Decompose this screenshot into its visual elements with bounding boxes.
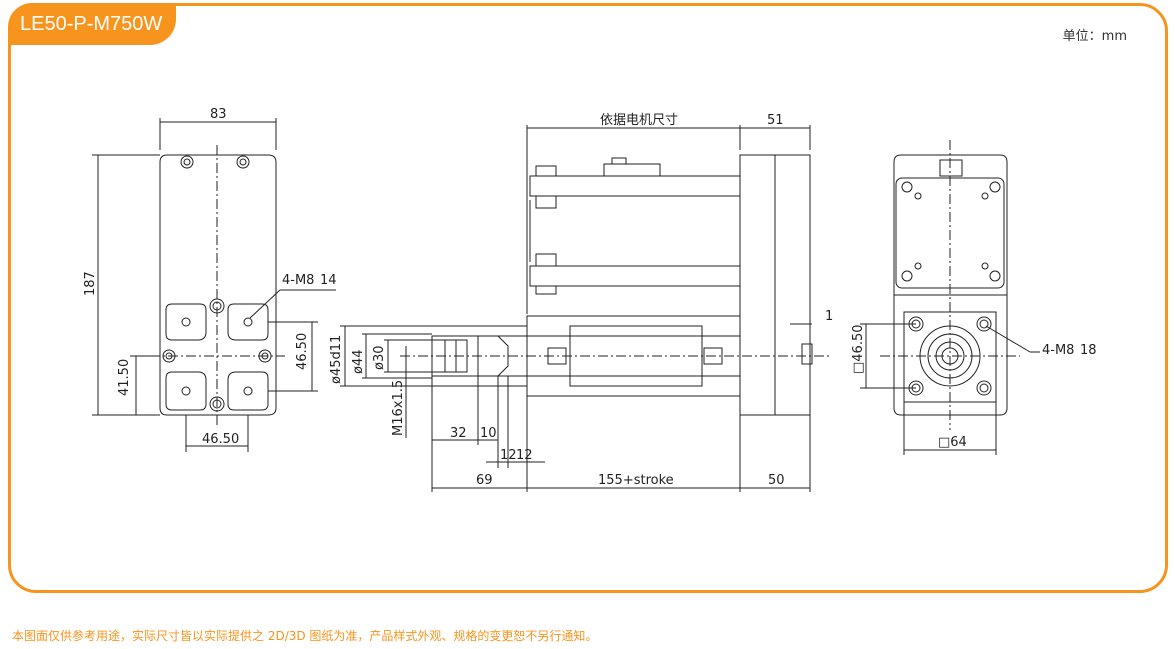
rear-depth: 14 bbox=[320, 273, 337, 288]
unit-label: 单位：mm bbox=[1062, 29, 1127, 44]
dim-width: 83 bbox=[210, 107, 227, 122]
rear-holes: 4-M8 bbox=[282, 273, 314, 288]
dim-69: 69 bbox=[476, 473, 493, 488]
dimension-drawing: 83 187 41.50 46.50 46.50 4-M8 14 依据电机尺寸 … bbox=[83, 107, 1097, 492]
front-depth: 18 bbox=[1080, 343, 1097, 358]
dim-sq64: □64 bbox=[938, 435, 967, 450]
dim-dia30: ø30 bbox=[372, 346, 387, 371]
dim-1: 1 bbox=[825, 309, 833, 324]
front-holes: 4-M8 bbox=[1042, 343, 1074, 358]
dim-offset: 41.50 bbox=[117, 359, 132, 396]
dim-32: 32 bbox=[450, 426, 467, 441]
side-view bbox=[340, 125, 830, 492]
dim-pitch-h: 46.50 bbox=[202, 432, 239, 447]
rear-view bbox=[92, 118, 336, 452]
dim-dia45: ø45d11 bbox=[329, 335, 344, 384]
drawing-frame bbox=[8, 3, 1168, 593]
dim-flange: 51 bbox=[767, 113, 784, 128]
dim-stroke: 155+stroke bbox=[598, 473, 674, 488]
dim-12a: 12 bbox=[500, 448, 517, 463]
dim-dia44: ø44 bbox=[351, 350, 366, 375]
dim-pitch-v: 46.50 bbox=[295, 333, 310, 370]
dim-height: 187 bbox=[83, 271, 98, 296]
dim-12b: 12 bbox=[516, 448, 533, 463]
front-view bbox=[860, 140, 1040, 455]
dim-50: 50 bbox=[768, 473, 785, 488]
motor-size: 依据电机尺寸 bbox=[600, 113, 678, 128]
footer-note: 本图面仅供参考用途，实际尺寸皆以实际提供之 2D/3D 图纸为准，产品样式外观、… bbox=[12, 629, 598, 643]
dim-10: 10 bbox=[480, 426, 497, 441]
dim-thread: M16x1.5 bbox=[391, 380, 406, 436]
model-title: LE50-P-M750W bbox=[8, 3, 177, 45]
dim-sq-v: □46.50 bbox=[851, 325, 866, 375]
